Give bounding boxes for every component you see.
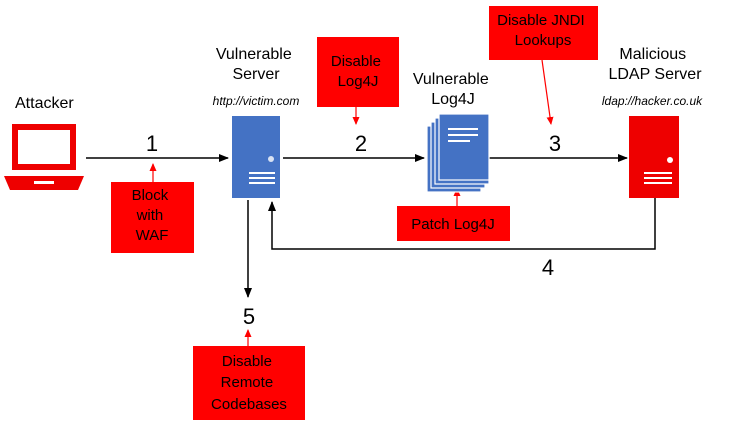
mitigation-disable-jndi: Disable JNDI Lookups: [489, 6, 598, 60]
step-3-number: 3: [549, 131, 561, 156]
document-stack-icon: [426, 113, 490, 193]
step-5-number: 5: [243, 304, 255, 329]
vulnerable-server-label: Vulnerable Server: [216, 46, 296, 83]
svg-text:Patch Log4J: Patch Log4J: [411, 216, 494, 233]
mitigation-arrow-jndi: [541, 59, 554, 125]
svg-text:Disable Log4J: Disable Log4J: [331, 53, 385, 90]
victim-url: http://victim.com: [213, 94, 300, 108]
vulnerable-log4j-label: Vulnerable Log4J: [413, 71, 493, 108]
mitigation-disable-log4j: Disable Log4J: [317, 37, 399, 107]
ldap-url: ldap://hacker.co.uk: [602, 94, 703, 108]
svg-text:Block with WAF: Block with WAF: [132, 187, 173, 244]
mitigation-patch-log4j: Patch Log4J: [397, 206, 510, 241]
step-2-number: 2: [355, 131, 367, 156]
attacker-label: Attacker: [15, 95, 74, 112]
laptop-icon: [4, 124, 84, 190]
vulnerable-server-icon: [232, 116, 280, 198]
svg-text:Disable Remote Cod: Disable Remote Codebases: [211, 353, 287, 413]
mitigation-block-waf: Block with WAF: [111, 182, 194, 253]
mitigation-disable-remote-codebases: Disable Remote Codebases: [193, 346, 305, 420]
svg-text:Disable JNDI Lookups: Disable JNDI Lookups: [497, 12, 589, 49]
step-4-number: 4: [542, 255, 554, 280]
malicious-server-icon: [629, 116, 679, 198]
step-1-number: 1: [146, 131, 158, 156]
arrow-step-4: [268, 198, 656, 250]
malicious-ldap-label: Malicious LDAP Server: [608, 46, 702, 83]
